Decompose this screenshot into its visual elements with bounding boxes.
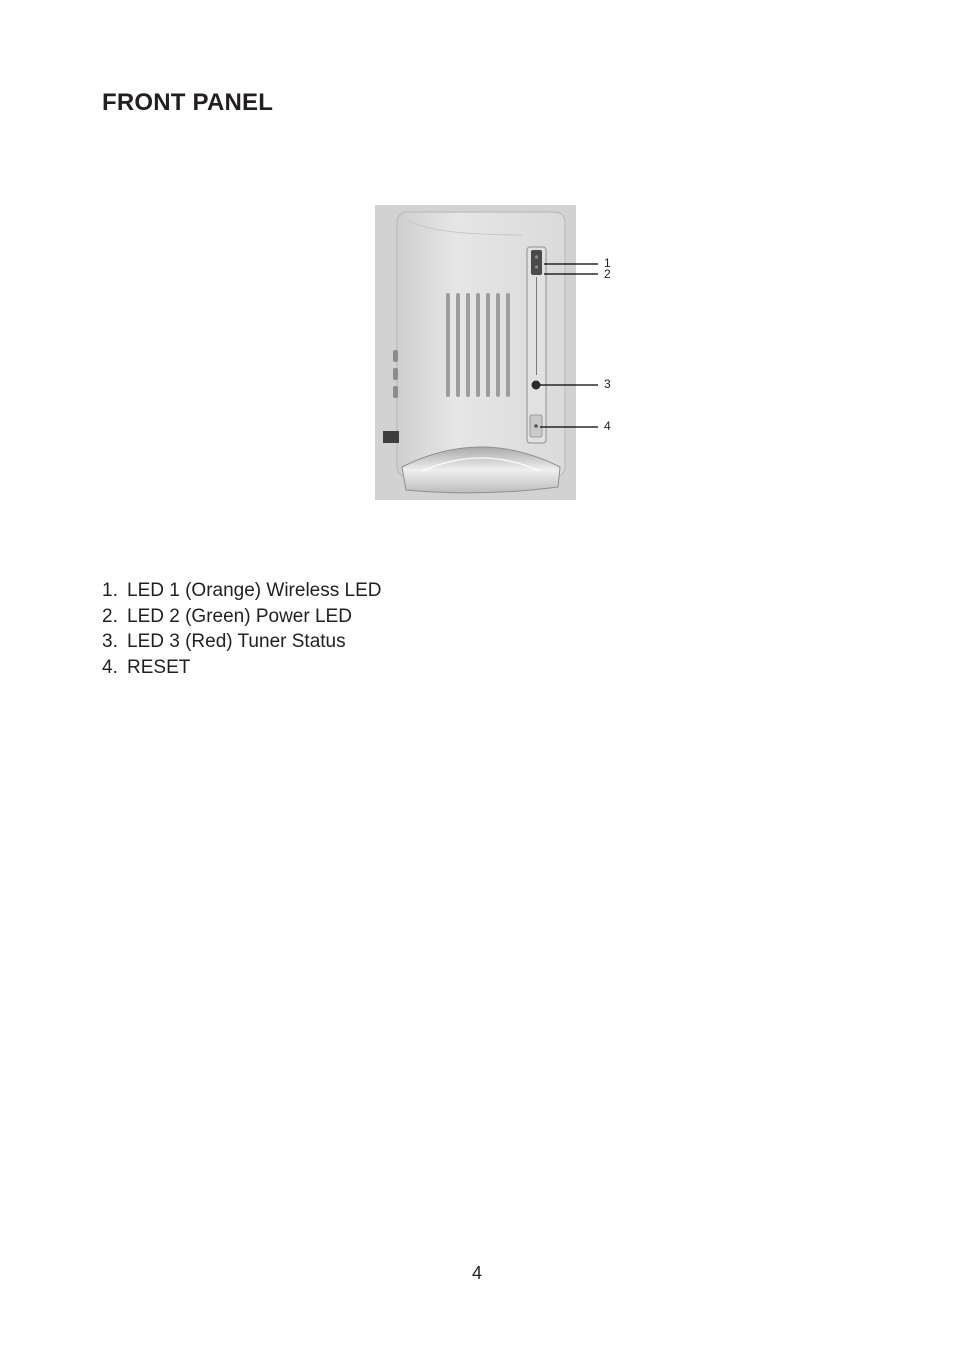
device-front-panel-figure: 1 2 3 4	[372, 205, 622, 505]
item-text: RESET	[127, 657, 191, 679]
callout-label-1: 1	[604, 256, 611, 270]
callout-label-4: 4	[604, 419, 611, 433]
led-3-icon	[531, 380, 541, 390]
item-text: LED 1 (Orange) Wireless LED	[127, 580, 382, 601]
item-number: 2.	[102, 605, 118, 627]
device-photo	[375, 205, 598, 500]
list-item: 1. LED 1 (Orange) Wireless LED	[102, 578, 381, 604]
item-text: LED 3 (Red) Tuner Status	[127, 631, 346, 653]
list-item: 3. LED 3 (Red) Tuner Status	[102, 629, 381, 655]
callout-label-3: 3	[604, 377, 611, 391]
led-window	[531, 250, 542, 275]
led-2-icon	[534, 265, 539, 269]
callout-label-2: 2	[604, 267, 611, 281]
vent-slots	[446, 293, 510, 397]
side-connector	[383, 431, 399, 443]
item-text: LED 2 (Green) Power LED	[127, 605, 352, 627]
item-number: 1.	[102, 580, 118, 601]
device-base	[401, 446, 561, 494]
reset-button-icon	[534, 424, 538, 428]
page-number: 4	[471, 1263, 482, 1283]
list-item: 2. LED 2 (Green) Power LED	[102, 604, 381, 630]
list-item: 4. RESET	[102, 655, 381, 681]
item-number: 4.	[102, 657, 118, 679]
front-panel-legend: 1. LED 1 (Orange) Wireless LED 2. LED 2 (G…	[102, 578, 381, 681]
led-1-icon	[534, 255, 539, 259]
item-number: 3.	[102, 631, 118, 653]
page-title: FRONT PANEL	[102, 89, 274, 116]
callout-lines	[540, 263, 598, 428]
